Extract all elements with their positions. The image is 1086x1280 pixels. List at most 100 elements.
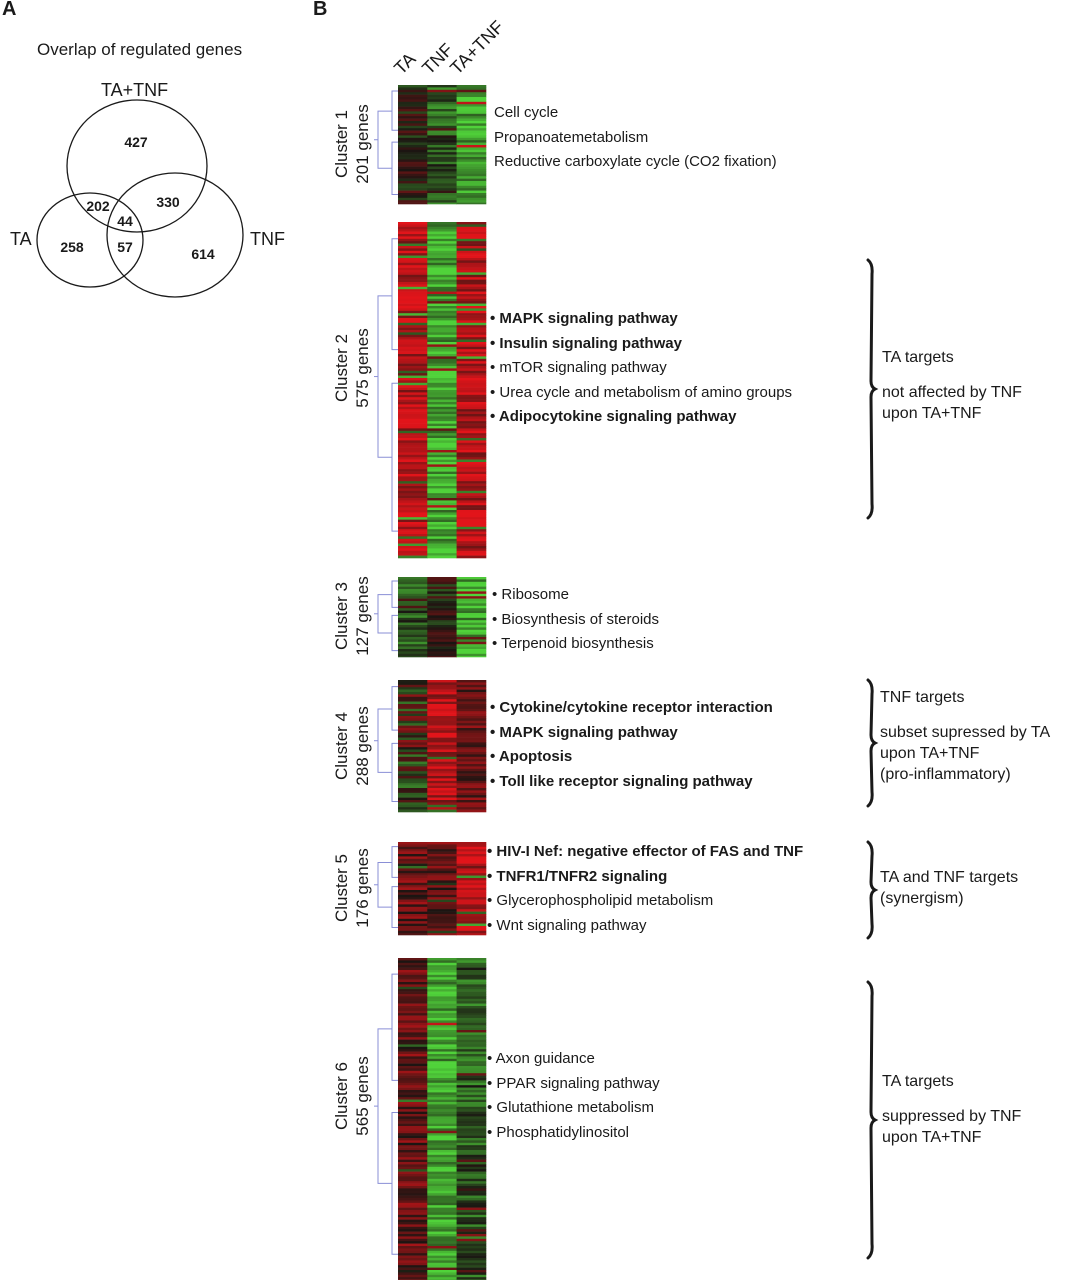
heatmap-cell — [427, 529, 457, 532]
heatmap-cell — [398, 962, 428, 966]
heatmap-cell — [398, 1198, 428, 1201]
bullet-icon: • — [487, 1074, 497, 1092]
heatmap-cell — [427, 916, 457, 920]
heatmap-cell — [398, 1217, 428, 1220]
dendrogram-branch — [391, 90, 398, 131]
heatmap-cell — [427, 1133, 457, 1136]
heatmap-cell — [398, 363, 428, 367]
heatmap-cell — [456, 846, 487, 850]
bullet-icon: • — [487, 892, 497, 909]
heatmap-cell — [398, 327, 428, 331]
heatmap-cell — [427, 1063, 457, 1067]
heatmap-cell — [456, 260, 487, 264]
heatmap-cell — [456, 1032, 487, 1036]
heatmap-cell — [456, 1260, 487, 1264]
heatmap-cell — [427, 682, 457, 686]
heatmap-cell — [398, 1162, 428, 1165]
cluster-name: Cluster 5 — [332, 853, 351, 923]
heatmap-cell — [398, 534, 428, 537]
heatmap-cell — [427, 605, 457, 609]
heatmap-cell — [456, 423, 487, 427]
heatmap-cell — [456, 526, 487, 530]
heatmap-cell — [398, 181, 428, 184]
heatmap-cell — [398, 802, 428, 806]
heatmap-cell — [456, 720, 487, 724]
heatmap-cell — [456, 1253, 487, 1256]
heatmap-cell — [456, 1027, 487, 1031]
heatmap-cell — [427, 1116, 457, 1120]
heatmap-cell — [398, 728, 428, 731]
heatmap-cell — [398, 687, 428, 690]
heatmap-cell — [398, 248, 428, 252]
heatmap-cell — [456, 476, 487, 480]
heatmap-cell — [456, 454, 487, 458]
heatmap-cell — [398, 1020, 428, 1024]
heatmap-cell — [427, 962, 457, 966]
heatmap-cell — [427, 546, 457, 549]
heatmap-cell — [398, 911, 428, 915]
heatmap-cell — [456, 909, 487, 912]
dendrogram-branch — [391, 973, 398, 1081]
heatmap-cell — [398, 601, 428, 604]
heatmap-cell — [427, 272, 457, 276]
heatmap-cell — [456, 1008, 487, 1012]
heatmap-cell — [398, 759, 428, 762]
heatmap-cell — [427, 183, 457, 187]
heatmap-cell — [456, 634, 487, 638]
heatmap-cell — [427, 173, 457, 177]
heatmap-cell — [456, 644, 487, 647]
heatmap-cell — [456, 301, 487, 304]
heatmap-cell — [398, 718, 428, 722]
heatmap-cell — [456, 1030, 487, 1033]
heatmap-cell — [456, 742, 487, 746]
heatmap-cell — [398, 977, 428, 980]
heatmap-cell — [398, 488, 428, 492]
heatmap-cell — [398, 716, 428, 719]
heatmap-cell — [427, 1198, 457, 1201]
heatmap-cell — [427, 397, 457, 400]
heatmap-cell — [398, 1205, 428, 1208]
heatmap-cell — [456, 125, 487, 129]
heatmap-cell — [427, 1205, 457, 1208]
heatmap-cell — [456, 1246, 487, 1249]
heatmap-cell — [427, 89, 457, 93]
heatmap-cell — [398, 454, 428, 458]
heatmap-cell — [456, 842, 487, 845]
heatmap-cell — [456, 356, 487, 360]
heatmap-cell — [456, 1166, 487, 1170]
annotation-line: upon TA+TNF — [882, 1129, 982, 1146]
heatmap-cell — [456, 1078, 487, 1081]
heatmap-cell — [427, 1058, 457, 1062]
heatmap-cell — [456, 363, 487, 367]
heatmap-cell — [427, 128, 457, 131]
heatmap-cell — [398, 351, 428, 355]
heatmap-cell — [456, 517, 487, 520]
heatmap-cell — [456, 880, 487, 884]
heatmap-cell — [456, 109, 487, 112]
heatmap-cell — [398, 735, 428, 738]
heatmap-cell — [427, 849, 457, 852]
heatmap-cell — [398, 128, 428, 131]
heatmap-cell — [456, 361, 487, 364]
heatmap-cell — [398, 325, 428, 328]
heatmap-cell — [398, 301, 428, 304]
heatmap-cell — [427, 1080, 457, 1084]
heatmap-cell — [427, 965, 457, 968]
heatmap-cell — [427, 1078, 457, 1081]
heatmap-cell — [456, 991, 487, 995]
heatmap-cell — [427, 998, 457, 1002]
heatmap-cell — [398, 291, 428, 295]
heatmap-cell — [427, 356, 457, 360]
heatmap-cell — [398, 1082, 428, 1086]
heatmap-cell — [427, 771, 457, 774]
heatmap-cell — [456, 1116, 487, 1120]
heatmap-cell — [398, 399, 428, 403]
heatmap-cell — [427, 514, 457, 518]
heatmap-cell — [427, 286, 457, 290]
heatmap-cell — [427, 1238, 457, 1242]
heatmap-cell — [398, 258, 428, 261]
heatmap-cell — [427, 1068, 457, 1072]
heatmap-cell — [456, 1162, 487, 1165]
heatmap-cell — [398, 498, 428, 501]
heatmap-cell — [398, 1169, 428, 1172]
